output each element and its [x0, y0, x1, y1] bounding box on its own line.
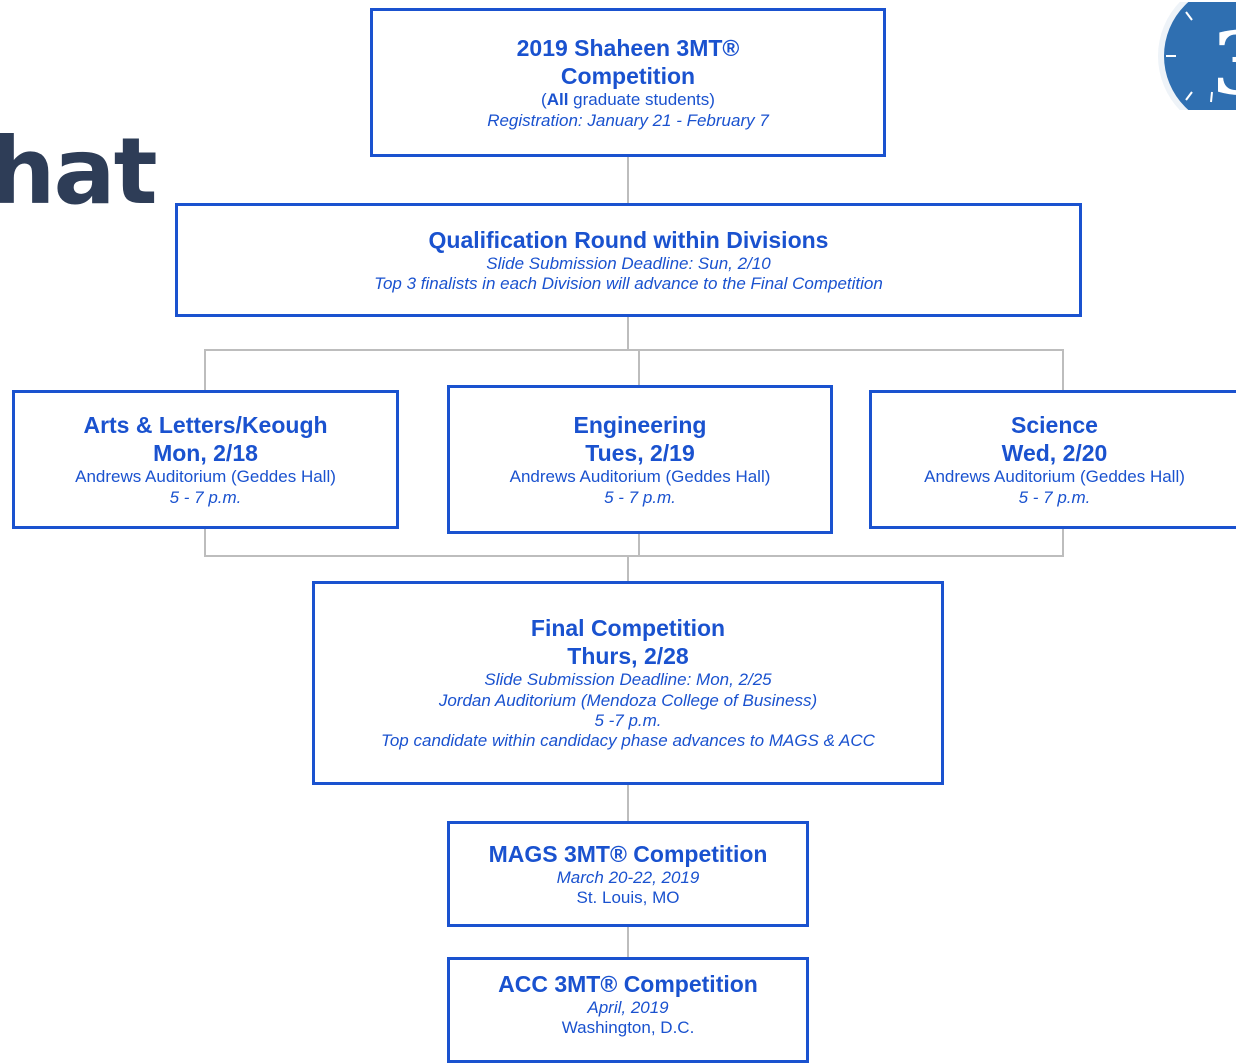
division-venue: Andrews Auditorium (Geddes Hall) — [75, 467, 336, 487]
top-eligibility: (All graduate students) — [541, 90, 715, 110]
division-venue: Andrews Auditorium (Geddes Hall) — [924, 467, 1185, 487]
final-venue: Jordan Auditorium (Mendoza College of Bu… — [438, 690, 818, 710]
connector-mags-to-acc — [627, 926, 629, 958]
qualification-box: Qualification Round within Divisions Sli… — [175, 203, 1082, 317]
acc-title: ACC 3MT® Competition — [498, 971, 758, 997]
acc-date: April, 2019 — [587, 998, 669, 1018]
final-title: Final Competition — [530, 615, 726, 642]
acc-location: Washington, D.C. — [561, 1018, 695, 1038]
division-time: 5 - 7 p.m. — [169, 487, 242, 507]
division-box-engineering: Engineering Tues, 2/19 Andrews Auditoriu… — [447, 385, 833, 534]
division-date: Tues, 2/19 — [585, 440, 695, 467]
connector-division-right-bottom — [1062, 527, 1064, 556]
background-heading-fragment: hat — [0, 118, 158, 225]
division-box-science: Science Wed, 2/20 Andrews Auditorium (Ge… — [869, 390, 1236, 529]
logo-glyph: 3 — [1212, 14, 1236, 110]
division-venue: Andrews Auditorium (Geddes Hall) — [509, 467, 771, 487]
qualification-title: Qualification Round within Divisions — [428, 226, 829, 253]
mags-title: MAGS 3MT® Competition — [488, 840, 768, 867]
final-note: Top candidate within candidacy phase adv… — [381, 731, 875, 751]
mags-competition-box: MAGS 3MT® Competition March 20-22, 2019 … — [447, 821, 809, 927]
division-time: 5 - 7 p.m. — [604, 487, 676, 507]
final-date: Thurs, 2/28 — [567, 643, 689, 670]
connector-division-right-top — [1062, 349, 1064, 391]
final-competition-box: Final Competition Thurs, 2/28 Slide Subm… — [312, 581, 944, 785]
connector-qualification-down — [627, 316, 629, 350]
qualification-deadline: Slide Submission Deadline: Sun, 2/10 — [486, 253, 771, 273]
top-title-line1: 2019 Shaheen 3MT® — [516, 35, 740, 62]
division-date: Mon, 2/18 — [153, 440, 258, 467]
connector-final-to-mags — [627, 784, 629, 822]
mags-location: St. Louis, MO — [576, 888, 680, 908]
connector-division-bus-top — [204, 349, 1064, 351]
top-competition-box: 2019 Shaheen 3MT® Competition (All gradu… — [370, 8, 886, 157]
connector-division-left-bottom — [204, 527, 206, 556]
final-time: 5 -7 p.m. — [594, 711, 662, 731]
connector-to-final — [627, 555, 629, 582]
division-name: Arts & Letters/Keough — [83, 412, 328, 439]
top-title-line2: Competition — [560, 63, 696, 90]
division-name: Science — [1011, 412, 1098, 439]
top-registration: Registration: January 21 - February 7 — [487, 110, 769, 130]
division-time: 5 - 7 p.m. — [1018, 487, 1091, 507]
connector-top-to-qualification — [627, 156, 629, 204]
division-date: Wed, 2/20 — [1001, 440, 1108, 467]
division-name: Engineering — [573, 412, 707, 439]
qualification-note: Top 3 finalists in each Division will ad… — [374, 274, 883, 294]
acc-competition-box: ACC 3MT® Competition April, 2019 Washing… — [447, 957, 809, 1063]
connector-division-bus-bottom — [204, 555, 1064, 557]
mags-date: March 20-22, 2019 — [556, 867, 700, 887]
division-box-arts-letters: Arts & Letters/Keough Mon, 2/18 Andrews … — [12, 390, 399, 529]
connector-division-middle-bottom — [638, 533, 640, 556]
final-deadline: Slide Submission Deadline: Mon, 2/25 — [484, 670, 772, 690]
connector-division-left-top — [204, 349, 206, 391]
connector-division-middle-top — [638, 349, 640, 386]
3mt-logo-icon: 3 — [1156, 2, 1236, 110]
